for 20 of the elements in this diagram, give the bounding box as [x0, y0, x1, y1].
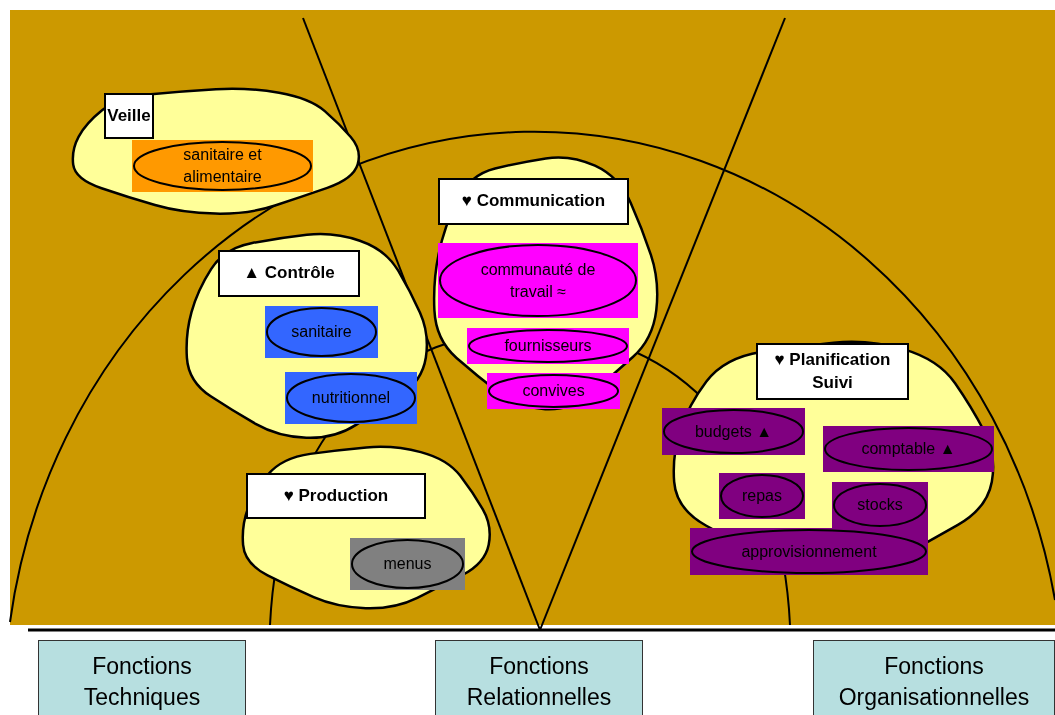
topic-ellipse: approvisionnement: [690, 528, 928, 575]
topic-ellipse: menus: [350, 538, 465, 590]
topic-ellipse: comptable ▲: [823, 426, 994, 472]
topic-ellipse: fournisseurs: [467, 328, 629, 364]
category-box: Fonctions Relationnelles: [435, 640, 643, 715]
heading-box: Veille: [104, 93, 154, 139]
topic-ellipse: stocks: [832, 482, 928, 528]
topic-ellipse: sanitaire: [265, 306, 378, 358]
topic-ellipse: convives: [487, 373, 620, 409]
category-box: Fonctions Organisationnelles: [813, 640, 1055, 715]
topic-ellipse: communauté de travail ≈: [438, 243, 638, 318]
topic-ellipse: sanitaire et alimentaire: [132, 140, 313, 192]
heading-box: ♥ Planification Suivi: [756, 343, 909, 400]
heading-box: ♥ Communication: [438, 178, 629, 225]
topic-ellipse: nutritionnel: [285, 372, 417, 424]
topic-ellipse: repas: [719, 473, 805, 519]
heading-box: ♥ Production: [246, 473, 426, 519]
topic-ellipse: budgets ▲: [662, 408, 805, 455]
heading-box: ▲ Contrôle: [218, 250, 360, 297]
category-box: Fonctions Techniques: [38, 640, 246, 715]
